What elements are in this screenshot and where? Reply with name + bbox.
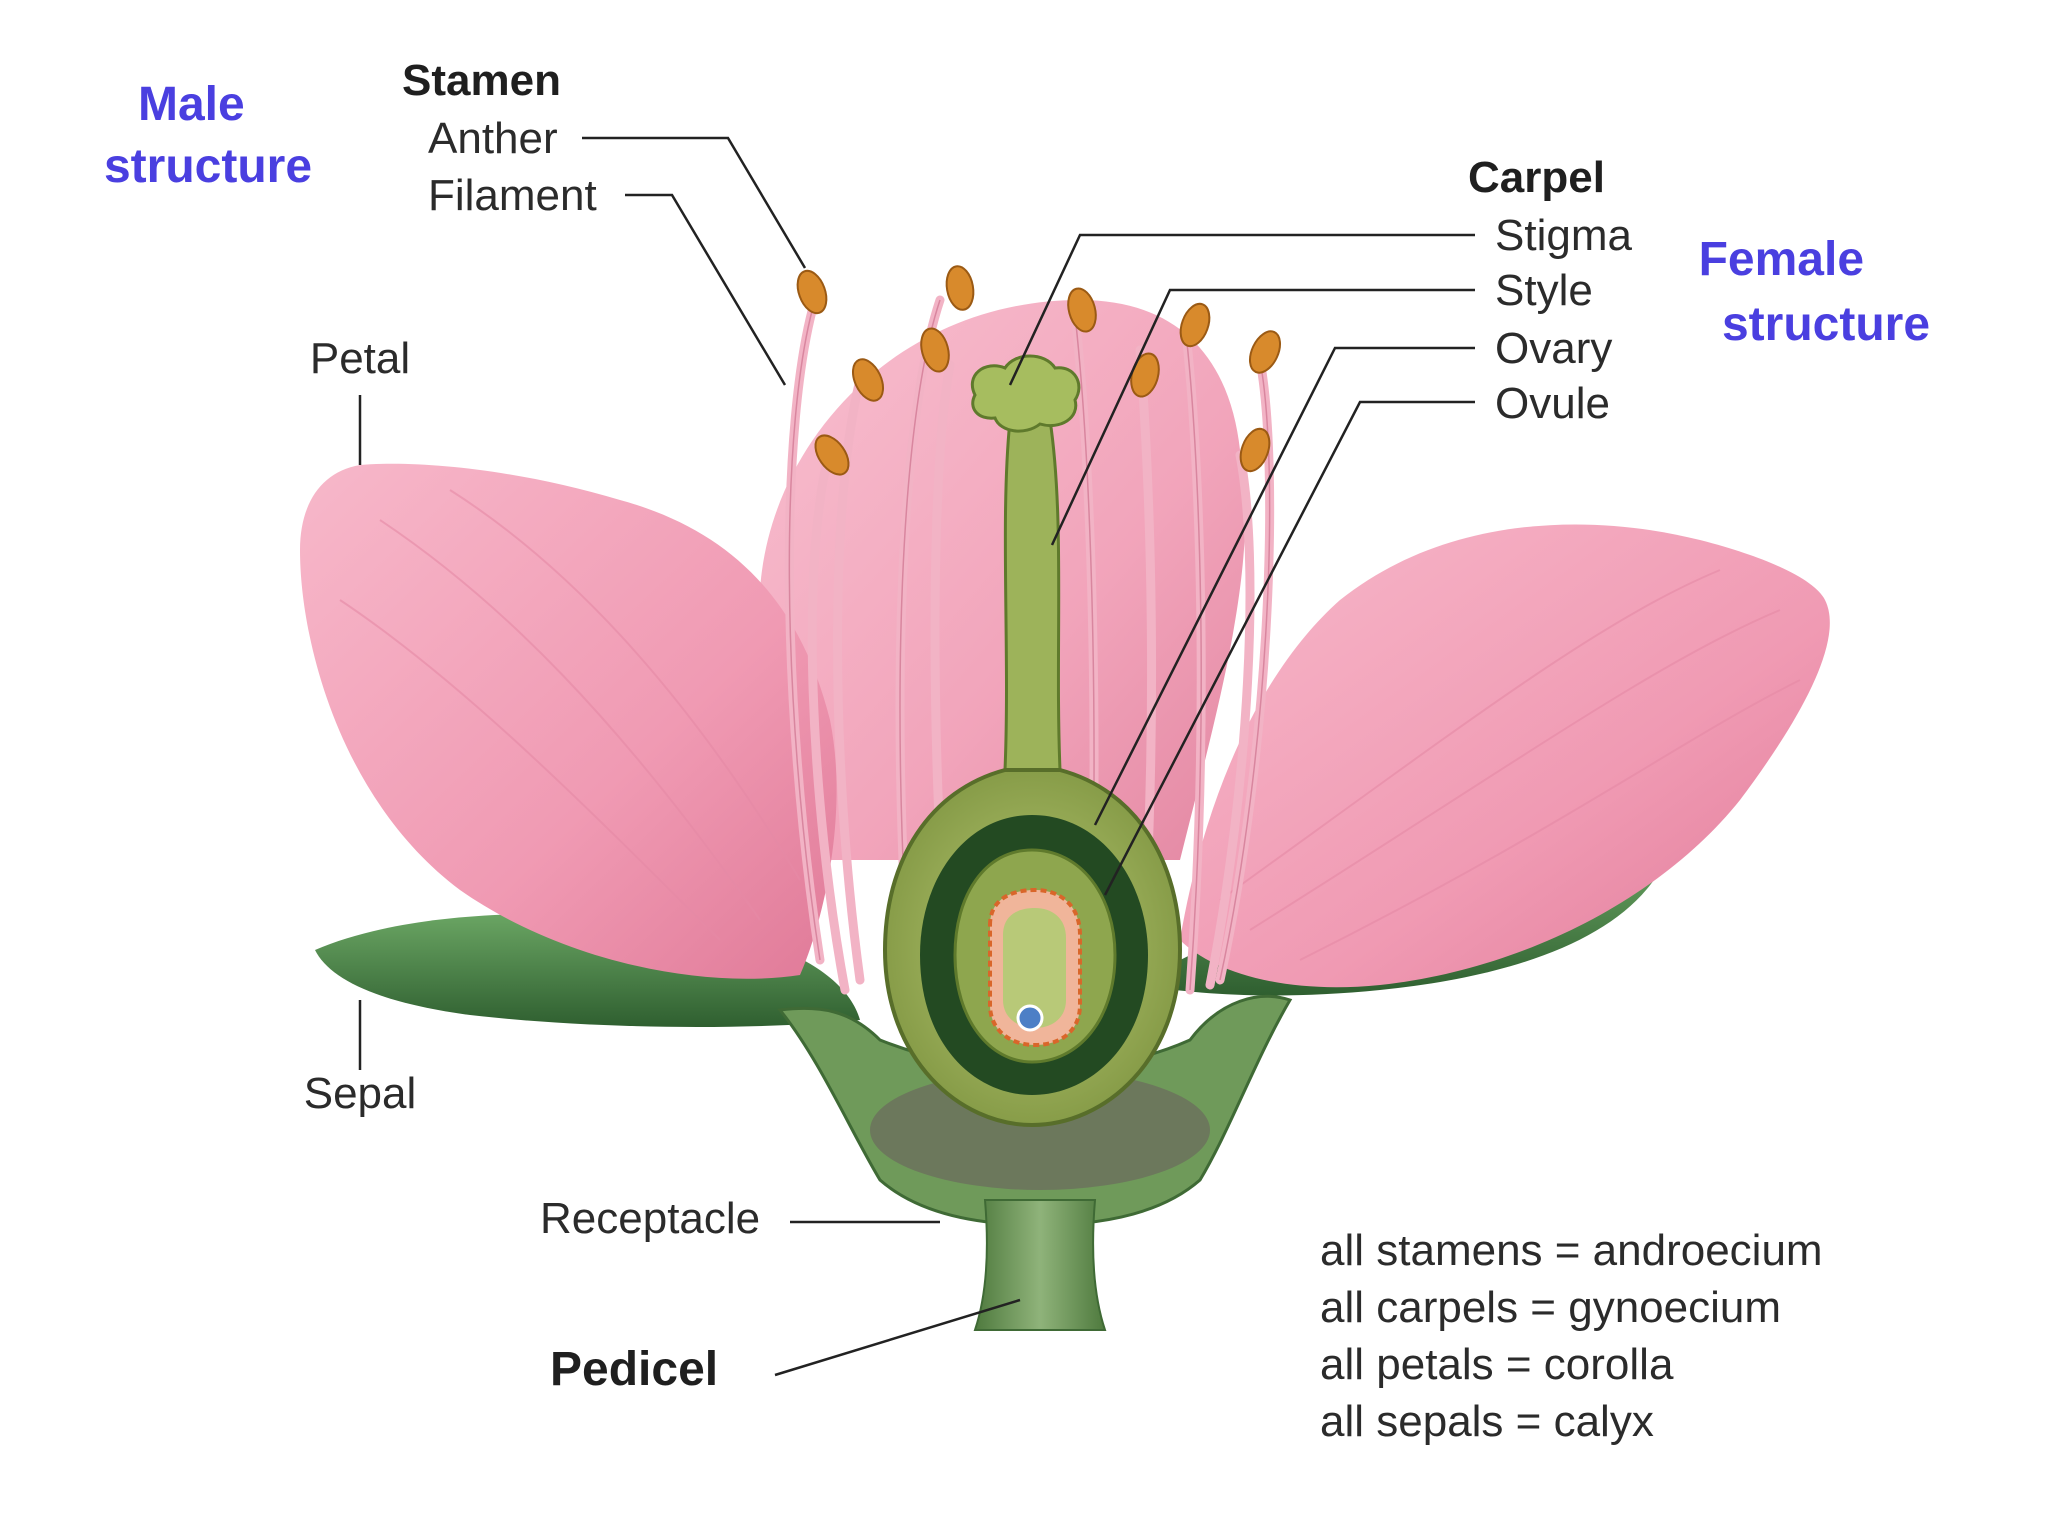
anther-shape: [920, 327, 950, 373]
petal-veins: [339, 489, 1801, 961]
ovary-label: Ovary: [1495, 324, 1612, 373]
pedicel-shape: [973, 1199, 1107, 1331]
back-petal: [759, 300, 1246, 860]
filament-label: Filament: [428, 171, 597, 220]
definition-androecium: all stamens = androecium: [1320, 1226, 1823, 1275]
stigma-label: Stigma: [1495, 211, 1632, 260]
receptacle-label: Receptacle: [540, 1194, 760, 1243]
leader-lines: [358, 136, 1475, 1377]
anthers: [796, 265, 1282, 476]
petal-label: Petal: [310, 334, 410, 383]
ovule-label: Ovule: [1495, 379, 1610, 428]
female-structure-label: Female structure: [1699, 233, 1930, 351]
male-line-2: structure: [104, 140, 312, 193]
sepal-label: Sepal: [304, 1069, 417, 1118]
pedicel-label: Pedicel: [550, 1343, 718, 1396]
male-line-1: Male: [138, 78, 245, 131]
definitions-list: all stamens = androecium all carpels = g…: [1320, 1226, 1823, 1446]
anther-shape: [1239, 427, 1271, 473]
anther-shape: [1248, 330, 1282, 374]
anther-shape: [814, 434, 850, 476]
stamen-title: Stamen: [402, 56, 561, 105]
anther-shape: [1067, 287, 1097, 333]
definition-calyx: all sepals = calyx: [1320, 1397, 1654, 1446]
style-label: Style: [1495, 266, 1593, 315]
carpel-title: Carpel: [1468, 153, 1605, 202]
anther-label: Anther: [428, 114, 558, 163]
anther-shape: [945, 265, 975, 311]
female-line-2: structure: [1722, 298, 1930, 351]
definition-gynoecium: all carpels = gynoecium: [1320, 1283, 1781, 1332]
anther-shape: [851, 358, 885, 402]
egg-cell: [1016, 1004, 1044, 1032]
ovule-core: [1003, 908, 1066, 1028]
anther-shape: [796, 269, 828, 315]
female-line-1: Female: [1699, 233, 1864, 286]
definition-corolla: all petals = corolla: [1320, 1340, 1674, 1389]
right-petal: [1180, 524, 1830, 988]
stigma-shape: [970, 354, 1081, 433]
anther-shape: [1179, 302, 1211, 348]
style-shape: [1003, 418, 1062, 772]
male-structure-label: Male structure: [104, 78, 312, 193]
left-petal: [300, 463, 837, 979]
